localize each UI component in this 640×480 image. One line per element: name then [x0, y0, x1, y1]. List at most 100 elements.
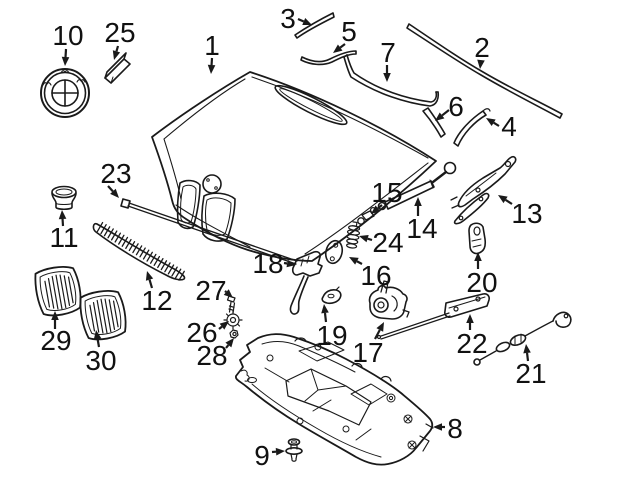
part-label-seal-strip-right[interactable]: 4 — [501, 111, 517, 142]
part-label-release-lever[interactable]: 18 — [252, 248, 283, 279]
callout-13[interactable]: 13 — [498, 195, 543, 229]
part-label-release-rod[interactable]: 22 — [456, 328, 487, 359]
part-label-bmw-emblem[interactable]: 10 — [52, 20, 83, 51]
part-arrow-28 — [225, 344, 230, 349]
callout-9[interactable]: 9 — [254, 440, 285, 471]
callout-26[interactable]: 26 — [186, 317, 229, 348]
part-striker-plate-drawing — [321, 286, 342, 305]
part-label-latch-plate[interactable]: 16 — [360, 260, 391, 291]
part-arrow-6 — [441, 109, 450, 117]
callout-11[interactable]: 11 — [49, 210, 79, 253]
part-arrowhead-4 — [486, 118, 496, 126]
callout-4[interactable]: 4 — [486, 111, 517, 142]
callout-30[interactable]: 30 — [85, 330, 117, 376]
part-arrowhead-24 — [359, 235, 369, 243]
callout-24[interactable]: 24 — [359, 227, 404, 258]
callout-29[interactable]: 29 — [40, 311, 72, 356]
part-seal-strip-left-drawing — [422, 107, 446, 138]
part-label-kidney-grille-right[interactable]: 30 — [85, 345, 116, 376]
part-arrowhead-22 — [466, 314, 474, 323]
part-arrowhead-7 — [383, 73, 391, 82]
part-hood-latch-drawing — [368, 280, 410, 320]
part-arrowhead-9 — [275, 447, 285, 456]
callout-7[interactable]: 7 — [380, 37, 396, 82]
part-arrow-21 — [525, 352, 530, 362]
callout-8[interactable]: 8 — [433, 413, 463, 444]
callout-18[interactable]: 18 — [252, 248, 296, 279]
callout-1[interactable]: 1 — [204, 30, 220, 74]
part-arrow-17 — [374, 329, 381, 340]
callout-10[interactable]: 10 — [52, 20, 84, 66]
callout-12[interactable]: 12 — [141, 271, 173, 316]
part-nut-drawing — [229, 329, 239, 339]
part-grille-center-strip-drawing — [92, 221, 186, 281]
part-label-buffer-spring[interactable]: 24 — [372, 227, 403, 258]
part-label-insulation-pad[interactable]: 8 — [447, 413, 463, 444]
part-arrowhead-1 — [207, 64, 216, 74]
part-kidney-grille-left-drawing — [34, 266, 82, 317]
part-arrowhead-26 — [219, 321, 229, 330]
part-label-seal-strip-left[interactable]: 6 — [448, 91, 464, 122]
callout-19[interactable]: 19 — [316, 304, 348, 351]
callout-21[interactable]: 21 — [515, 344, 547, 389]
part-label-seal-strip-upper-center[interactable]: 5 — [341, 16, 357, 47]
part-arrowhead-13 — [498, 195, 508, 204]
callout-2[interactable]: 2 — [474, 32, 490, 69]
part-release-lever-drawing — [289, 250, 323, 315]
part-seal-strip-upper-center-drawing — [300, 50, 357, 66]
callout-15[interactable]: 15 — [371, 177, 403, 214]
part-label-nut[interactable]: 28 — [196, 340, 227, 371]
part-arrow-13 — [504, 198, 513, 205]
part-label-hood-hinge[interactable]: 13 — [511, 198, 542, 229]
callout-27[interactable]: 27 — [195, 275, 233, 306]
part-arrowhead-15 — [371, 205, 381, 214]
part-label-emblem-clip[interactable]: 25 — [104, 17, 135, 48]
part-bmw-emblem-drawing — [40, 68, 90, 118]
callout-28[interactable]: 28 — [196, 338, 234, 371]
part-label-ball-stud[interactable]: 15 — [371, 177, 402, 208]
part-arrowhead-28 — [225, 338, 234, 348]
part-label-rear-hood-seal[interactable]: 7 — [380, 37, 396, 68]
part-label-grille-center-strip[interactable]: 12 — [141, 285, 172, 316]
callout-3[interactable]: 3 — [280, 3, 312, 34]
part-arrowhead-11 — [58, 210, 67, 220]
callout-6[interactable]: 6 — [435, 91, 464, 122]
part-arrow-4 — [493, 121, 500, 127]
callout-16[interactable]: 16 — [349, 257, 392, 291]
part-label-kidney-grille-left[interactable]: 29 — [40, 325, 71, 356]
part-gas-strut-drawing — [377, 161, 457, 211]
part-arrowhead-30 — [93, 330, 102, 340]
part-label-grommet-washer[interactable]: 26 — [186, 317, 217, 348]
part-label-cowl-seal-strip[interactable]: 2 — [474, 32, 490, 63]
part-arrow-27 — [224, 290, 227, 293]
part-arrow-25 — [115, 45, 120, 52]
callout-20[interactable]: 20 — [466, 252, 498, 298]
callout-23[interactable]: 23 — [100, 158, 132, 198]
part-arrow-18 — [283, 261, 288, 265]
part-label-screw[interactable]: 27 — [195, 275, 226, 306]
callout-22[interactable]: 22 — [456, 314, 488, 359]
part-label-front-edge-molding[interactable]: 23 — [100, 158, 131, 189]
part-label-seal-strip-upper-left[interactable]: 3 — [280, 3, 296, 34]
part-hinge-bracket-drawing — [468, 222, 487, 255]
part-arrowhead-14 — [414, 197, 422, 206]
callout-5[interactable]: 5 — [333, 16, 357, 53]
part-insulation-pad-drawing — [235, 333, 434, 466]
part-label-clip-rivet[interactable]: 9 — [254, 440, 270, 471]
part-arrow-16 — [356, 260, 363, 265]
part-label-hood-panel[interactable]: 1 — [204, 30, 220, 61]
part-label-striker-plate[interactable]: 19 — [316, 320, 347, 351]
part-label-bowden-cable[interactable]: 21 — [515, 358, 546, 389]
part-arrow-26 — [218, 325, 223, 330]
callout-14[interactable]: 14 — [406, 197, 438, 244]
callout-25[interactable]: 25 — [104, 17, 136, 60]
part-label-rubber-grommet[interactable]: 11 — [49, 222, 78, 253]
part-label-gas-strut[interactable]: 14 — [406, 213, 437, 244]
part-label-hinge-bracket[interactable]: 20 — [466, 267, 497, 298]
part-arrowhead-3 — [302, 17, 312, 25]
part-label-hood-latch[interactable]: 17 — [352, 337, 383, 368]
callout-17[interactable]: 17 — [352, 322, 384, 368]
part-arrowhead-21 — [523, 344, 531, 354]
